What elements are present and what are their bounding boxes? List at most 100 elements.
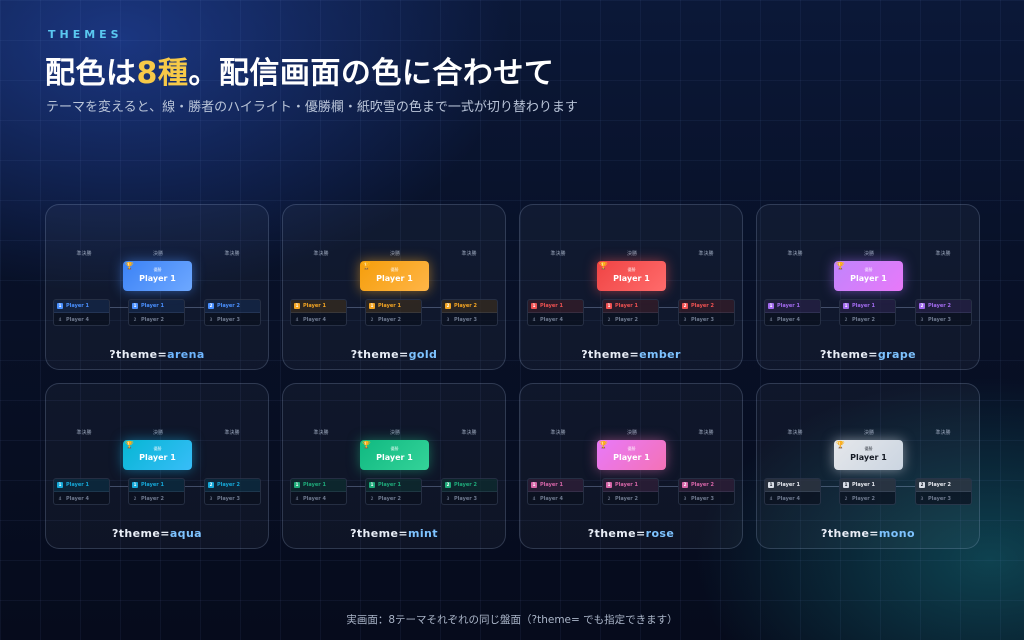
bracket-connector	[584, 486, 602, 487]
footer-caption: 実画面：8テーマそれぞれの同じ盤面（?theme= でも指定できます）	[346, 614, 678, 626]
winner-name: Player 2	[454, 482, 477, 488]
theme-query-label: ?theme=grape	[757, 348, 979, 361]
seed-badge: 3	[209, 316, 213, 322]
seed-badge: 2	[370, 495, 374, 501]
title-highlight: 8種	[136, 56, 189, 91]
theme-query-label: ?theme=ember	[520, 348, 742, 361]
seed-badge: 2	[370, 316, 374, 322]
seed-badge: 2	[682, 482, 688, 488]
seed-badge: 3	[683, 495, 687, 501]
seed-badge: 2	[607, 495, 611, 501]
seed-badge: 2	[919, 482, 925, 488]
bracket-connector	[659, 486, 678, 487]
seed-badge: 2	[919, 303, 925, 309]
winner-name: Player 1	[303, 482, 326, 488]
theme-name: mint	[407, 527, 438, 540]
champion-name: Player 1	[376, 453, 413, 462]
champion-label: 優勝	[390, 446, 399, 451]
loser-name: Player 4	[777, 316, 800, 323]
round-label-left: 準決勝	[787, 430, 803, 436]
loser-name: Player 3	[454, 495, 477, 502]
loser-name: Player 4	[540, 316, 563, 323]
winner-name: Player 1	[540, 303, 563, 309]
bracket-connector	[896, 486, 915, 487]
champion-name: Player 1	[139, 274, 176, 283]
loser-name: Player 3	[217, 495, 240, 502]
winner-name: Player 1	[378, 303, 401, 309]
loser-name: Player 4	[540, 495, 563, 502]
seed-badge: 2	[844, 495, 848, 501]
champion-name: Player 1	[376, 274, 413, 283]
theme-query-label: ?theme=rose	[520, 527, 742, 540]
query-prefix: ?theme=	[350, 348, 409, 361]
seed-badge: 1	[768, 303, 774, 309]
bracket-connector	[185, 486, 204, 487]
winner-name: Player 2	[928, 303, 951, 309]
query-prefix: ?theme=	[821, 527, 879, 540]
seed-badge: 1	[369, 303, 375, 309]
seed-badge: 1	[606, 303, 612, 309]
theme-name: grape	[877, 348, 916, 361]
loser-name: Player 2	[141, 316, 164, 323]
seed-badge: 2	[133, 316, 137, 322]
trophy-icon: 🏆	[836, 262, 845, 270]
seed-badge: 3	[920, 495, 924, 501]
bracket-connector	[347, 307, 365, 308]
theme-name: mono	[878, 527, 915, 540]
bracket-connector	[659, 307, 678, 308]
round-label-left: 準決勝	[76, 251, 92, 257]
theme-name: aqua	[169, 527, 203, 540]
query-prefix: ?theme=	[109, 348, 168, 361]
seed-badge: 1	[57, 303, 63, 309]
loser-name: Player 2	[615, 495, 638, 502]
round-label-final: 決勝	[389, 430, 400, 436]
loser-slot: 2 Player 2	[129, 313, 184, 325]
